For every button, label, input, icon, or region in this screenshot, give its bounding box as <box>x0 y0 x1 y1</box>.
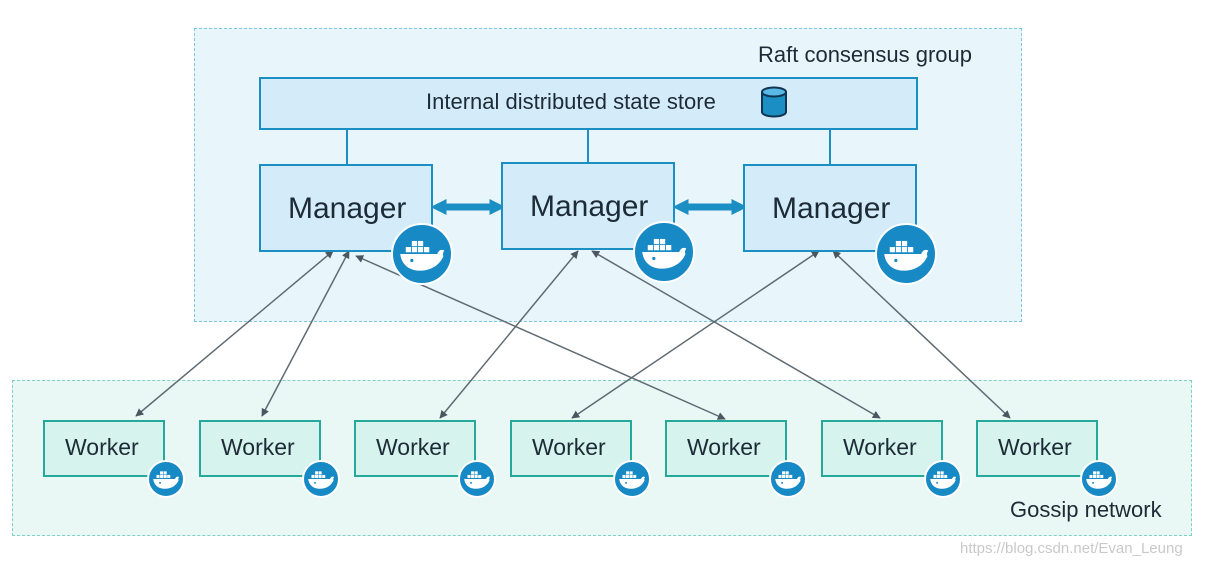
docker-whale-icon <box>875 223 937 285</box>
docker-whale-icon <box>391 223 453 285</box>
manager-label-2: Manager <box>530 190 649 223</box>
worker-node-6 <box>821 420 943 477</box>
worker-label-7: Worker <box>998 434 1072 460</box>
raft-group-label: Raft consensus group <box>758 42 973 67</box>
state-store-box <box>259 77 918 130</box>
state-store-label: Internal distributed state store <box>426 89 716 114</box>
manager-worker-link <box>439 250 579 419</box>
worker-label-4: Worker <box>532 434 606 460</box>
manager-worker-link <box>261 250 350 417</box>
worker-node-4 <box>510 420 632 477</box>
manager-label-3: Manager <box>772 192 891 225</box>
worker-label-3: Worker <box>376 434 450 460</box>
worker-label-1: Worker <box>65 434 139 460</box>
docker-whale-icon <box>458 460 496 498</box>
manager-node-1 <box>259 164 433 252</box>
docker-whale-icon <box>924 460 962 498</box>
worker-node-5 <box>665 420 787 477</box>
watermark: https://blog.csdn.net/Evan_Leung <box>960 540 1183 557</box>
docker-whale-icon <box>633 221 695 283</box>
docker-whale-icon <box>769 460 807 498</box>
worker-node-2 <box>199 420 321 477</box>
docker-whale-icon <box>613 460 651 498</box>
manager-label-1: Manager <box>288 192 407 225</box>
manager-worker-link <box>135 250 334 417</box>
database-icon <box>761 86 787 118</box>
docker-whale-icon <box>147 460 185 498</box>
docker-whale-icon <box>302 460 340 498</box>
manager-worker-link <box>571 250 820 419</box>
worker-label-6: Worker <box>843 434 917 460</box>
worker-label-2: Worker <box>221 434 295 460</box>
worker-label-5: Worker <box>687 434 761 460</box>
gossip-network-label: Gossip network <box>1010 497 1162 522</box>
worker-node-7 <box>976 420 1098 477</box>
worker-node-1 <box>43 420 165 477</box>
docker-whale-icon <box>1080 460 1118 498</box>
worker-node-3 <box>354 420 476 477</box>
manager-worker-link <box>832 250 1011 419</box>
